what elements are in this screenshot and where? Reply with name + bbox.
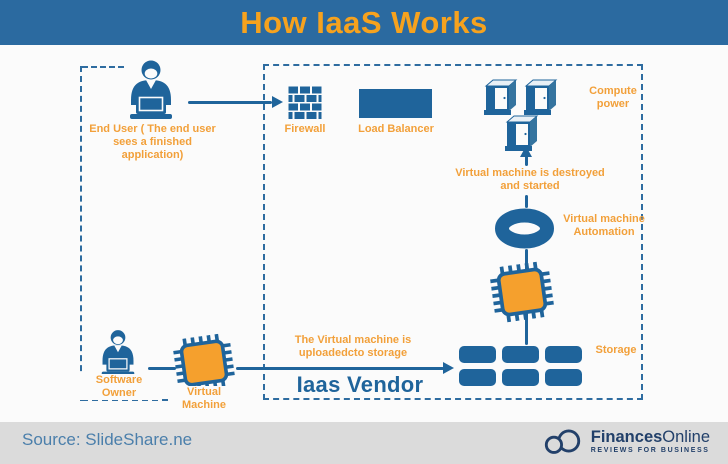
storage-block <box>459 369 496 386</box>
arrow-user-to-firewall-head <box>272 96 283 108</box>
cloud-icon <box>544 429 580 454</box>
firewall-icon <box>288 86 322 119</box>
vm-automation-label: Virtual machine Automation <box>563 213 645 238</box>
software-owner-person-icon <box>101 330 135 376</box>
header-bar: How IaaS Works <box>0 0 728 45</box>
line-owner-to-chip <box>148 367 176 370</box>
arrow-user-to-firewall-line <box>188 101 272 104</box>
vm-automation-icon <box>495 208 554 249</box>
storage-label: Storage <box>595 344 637 356</box>
compute-power-servers-icon <box>484 79 557 152</box>
arrow-to-compute-line <box>525 156 528 166</box>
storage-block <box>545 346 582 363</box>
vm-chip-icon <box>490 261 554 323</box>
end-user-person-icon <box>130 60 172 119</box>
end-user-caption: End User ( The end user sees a finished … <box>89 123 216 161</box>
upload-caption: The Virtual machine is uploadedcto stora… <box>294 334 412 359</box>
vendor-box-label: Iaas Vendor <box>296 372 424 397</box>
footer-bar: Source: SlideShare.ne FinancesOnline REV… <box>0 422 728 464</box>
logo-text: FinancesOnline REVIEWS FOR BUSINESS <box>591 428 710 454</box>
storage-block <box>502 346 539 363</box>
source-credit: Source: SlideShare.ne <box>22 430 193 449</box>
page-title: How IaaS Works <box>240 4 488 40</box>
load-balancer-label: Load Balancer <box>358 123 434 135</box>
firewall-label: Firewall <box>284 123 326 135</box>
arrow-to-compute-head <box>520 146 532 157</box>
load-balancer-icon <box>359 89 432 118</box>
virtual-machine-chip-icon <box>173 333 235 393</box>
connector-chip-to-storage <box>525 312 528 345</box>
storage-block <box>502 369 539 386</box>
storage-block <box>545 369 582 386</box>
virtual-machine-label: Virtual Machine <box>168 386 240 412</box>
storage-block <box>459 346 496 363</box>
arrow-chip-to-storage-line <box>236 367 444 370</box>
brand-name: FinancesOnline <box>590 428 710 446</box>
user-box-left-border <box>80 66 82 401</box>
arrow-chip-to-storage-head <box>443 362 454 374</box>
software-owner-label: Software Owner <box>79 374 159 400</box>
financesonline-logo: FinancesOnline REVIEWS FOR BUSINESS <box>542 426 710 456</box>
connector-text-to-donut <box>525 195 528 208</box>
connector-donut-to-chip <box>525 249 528 271</box>
vm-destroyed-caption: Virtual machine is destroyed and started <box>455 167 605 192</box>
brand-tagline: REVIEWS FOR BUSINESS <box>590 447 710 454</box>
user-box-bottom-border <box>82 399 218 401</box>
user-box-top-border <box>82 66 124 68</box>
vendor-box <box>263 64 643 400</box>
compute-power-label: Compute power <box>589 85 637 110</box>
